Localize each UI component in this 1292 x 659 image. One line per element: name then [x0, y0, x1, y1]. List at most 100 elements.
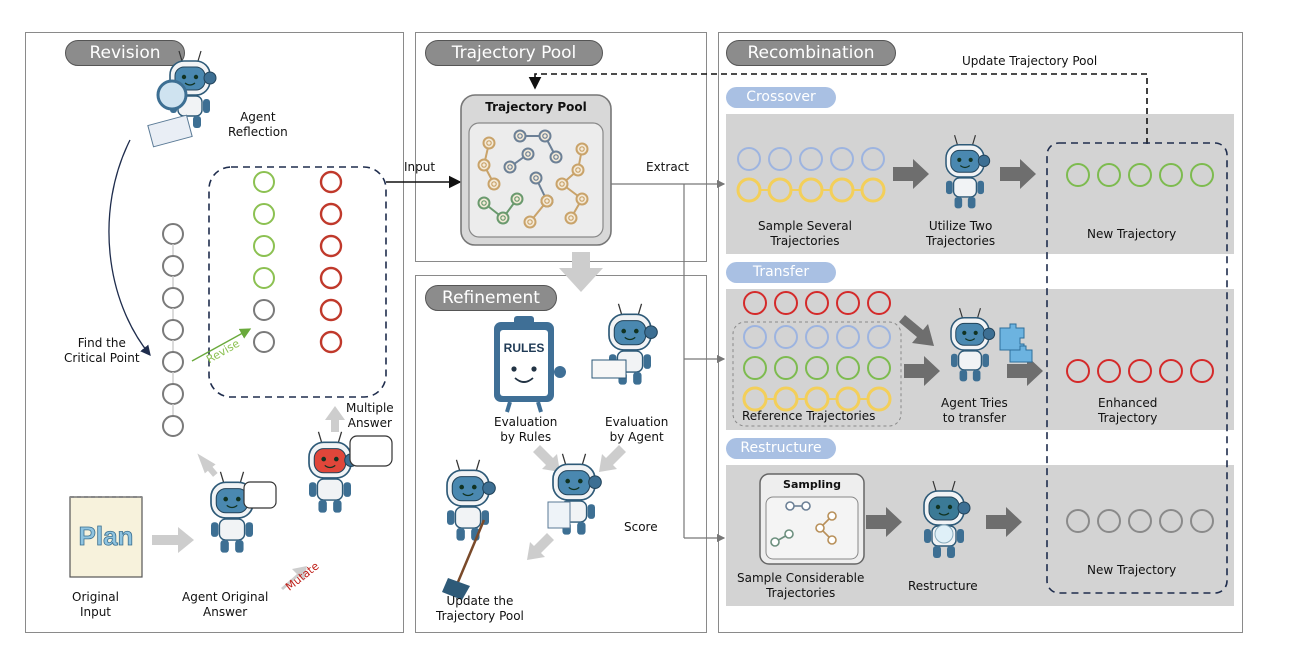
agent-reflection-label: Agent Reflection [228, 110, 288, 139]
restructure-agent-label: Restructure [908, 579, 978, 593]
crossover-result-node [1159, 163, 1183, 187]
reference-node [774, 325, 798, 349]
crossover-input-node [830, 147, 854, 171]
trajectory-node [253, 299, 275, 321]
revise-arrow [191, 328, 252, 362]
input-label: Input [404, 160, 436, 174]
reference-node [805, 325, 829, 349]
reflection-arrow [108, 139, 151, 357]
evaluation-by-rules-label: Evaluation by Rules [494, 415, 558, 444]
reference-trajectories-label: Reference Trajectories [742, 409, 876, 423]
graph-node-inner [525, 151, 531, 157]
flow-arrows-revision [152, 406, 345, 590]
reference-node [867, 356, 891, 380]
crossover-agent-label: Utilize Two Trajectories [926, 219, 996, 248]
transfer-result-label: Enhanced Trajectory [1098, 396, 1158, 425]
graph-node [538, 129, 552, 143]
magnifier-icon [156, 79, 188, 111]
trajectory-node [162, 319, 184, 341]
reference-node [836, 356, 860, 380]
crossover-input-node [829, 177, 855, 203]
crossover-input-node [768, 147, 792, 171]
revised-trajectories-box [208, 166, 387, 398]
crossover-input-node [798, 177, 824, 203]
graph-node-inner [507, 164, 513, 170]
revised-trajectory [253, 171, 275, 353]
agent-original-robot-icon [210, 471, 260, 553]
trajectory-node [319, 170, 343, 194]
graph-node-inner [500, 215, 506, 221]
graph-node-inner [517, 133, 523, 139]
crossover-title: Crossover [726, 87, 836, 108]
reference-node [866, 386, 892, 412]
rules-clipboard [494, 316, 566, 413]
plan-card-text: Plan [79, 521, 134, 551]
reference-node [836, 325, 860, 349]
sampling-box-title: Sampling [783, 478, 841, 491]
recombination-graphics [736, 147, 1214, 533]
score-label: Score [624, 520, 658, 534]
evaluation-by-agent-label: Evaluation by Agent [605, 415, 669, 444]
trajectory-node [253, 267, 275, 289]
trajectory-node [162, 287, 184, 309]
trajectory-node [162, 383, 184, 405]
cleaning-robot-icon [446, 459, 496, 541]
original-input-label: Original Input [72, 590, 119, 619]
pool-box-title: Trajectory Pool [485, 100, 587, 114]
reference-node [835, 386, 861, 412]
crossover-result-node [1128, 163, 1152, 187]
graph-node-inner [481, 162, 487, 168]
multiple-answer-label: Multiple Answer [346, 401, 394, 430]
crossover-input-node [860, 177, 886, 203]
graph-node-inner [527, 219, 533, 225]
reference-node [867, 325, 891, 349]
graph-node [575, 192, 589, 206]
restructure-robot-icon [923, 480, 971, 558]
trajectory-node [253, 171, 275, 193]
agent-original-answer-label: Agent Original Answer [182, 590, 269, 619]
graph-node [555, 177, 569, 191]
restructure-result-node [1066, 509, 1090, 533]
trajectory-pool-title: Trajectory Pool [425, 40, 603, 66]
update-pool-feedback-arrow [528, 73, 1148, 144]
reference-node [773, 386, 799, 412]
graph-node-inner [533, 175, 539, 181]
graph-node [529, 171, 543, 185]
trajectory-node [253, 203, 275, 225]
graph-node [571, 163, 585, 177]
crossover-sample-label: Sample Several Trajectories [758, 219, 852, 248]
refinement-panel [415, 275, 707, 633]
extract-label: Extract [646, 160, 689, 174]
graph-node [482, 136, 496, 150]
sampling-graphs [770, 501, 837, 547]
crossover-input-node [861, 147, 885, 171]
transfer-title: Transfer [726, 262, 836, 283]
trajectory-node [162, 415, 184, 437]
trajectory-node [319, 298, 343, 322]
graph-node [510, 192, 524, 206]
recombination-title: Recombination [726, 40, 896, 66]
restructure-result-node [1190, 509, 1214, 533]
crystal-ball-icon [934, 524, 954, 544]
mutated-trajectory [319, 170, 343, 354]
graph-node-inner [579, 146, 585, 152]
restructure-result-node [1159, 509, 1183, 533]
star-rating-card-icon [591, 359, 627, 379]
graph-node-inner [553, 154, 559, 160]
reference-node [805, 356, 829, 380]
find-critical-point-label: Find the Critical Point [64, 336, 140, 365]
crossover-robot-icon [945, 135, 991, 209]
transfer-result-node [1190, 359, 1214, 383]
trajectory-node [162, 255, 184, 277]
reference-node [743, 325, 767, 349]
graph-node [523, 215, 537, 229]
graph-node-inner [568, 215, 574, 221]
restructure-result-node [1128, 509, 1152, 533]
graph-node [503, 160, 517, 174]
transfer-agent-label: Agent Tries to transfer [941, 396, 1008, 425]
graph-node [564, 211, 578, 225]
graph-node-inner [514, 196, 520, 202]
pool-trajectory-graphs [477, 129, 589, 229]
graph-node-inner [491, 181, 497, 187]
